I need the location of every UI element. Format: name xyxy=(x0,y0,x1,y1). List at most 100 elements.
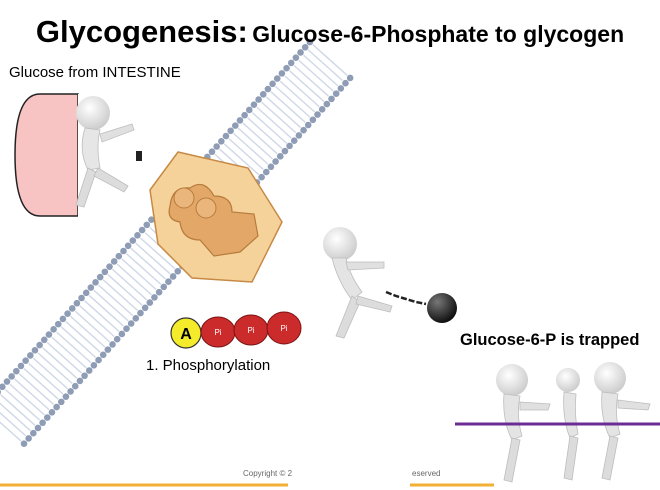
lipid-tail xyxy=(298,59,334,92)
lipid-head xyxy=(13,367,20,375)
lipid-head xyxy=(73,299,81,307)
lipid-tail xyxy=(121,258,157,291)
lipid-tail xyxy=(265,96,302,129)
lipid-head xyxy=(59,315,67,323)
lipid-tail xyxy=(293,65,329,97)
lipid-head xyxy=(132,314,140,322)
slide-title: Glycogenesis: Glucose-6-Phosphate to gly… xyxy=(0,14,660,50)
lipid-head xyxy=(95,356,102,364)
lipid-tail xyxy=(242,122,278,155)
lipid-tail xyxy=(9,383,45,416)
lipid-head xyxy=(283,64,290,72)
lipid-head xyxy=(160,283,168,291)
lipid-head xyxy=(346,74,354,82)
lipid-tail xyxy=(261,101,297,134)
lipid-head xyxy=(143,221,151,229)
lipid-head xyxy=(64,310,71,317)
lipid-head xyxy=(146,299,154,306)
lipid-head xyxy=(43,414,51,421)
atp-molecule: A Pi Pi Pi xyxy=(170,311,302,349)
lipid-head xyxy=(113,335,121,343)
lipid-tail xyxy=(70,315,106,348)
lipid-tail xyxy=(93,289,129,322)
lipid-head xyxy=(8,373,15,380)
lipid-head xyxy=(151,294,158,301)
lipid-tail xyxy=(56,331,92,364)
lipid-tail xyxy=(51,336,87,369)
lipid-head xyxy=(26,352,34,359)
lipid-tail xyxy=(125,253,162,285)
title-main: Glycogenesis: xyxy=(35,14,248,49)
lipid-head xyxy=(208,148,216,156)
lipid-tail xyxy=(223,143,260,176)
lipid-head xyxy=(245,106,253,114)
lipid-head xyxy=(222,132,230,140)
title-subtitle: Glucose-6-Phosphate to glycogen xyxy=(252,21,625,47)
lipid-head xyxy=(67,388,74,395)
lipid-head xyxy=(101,268,109,276)
lipid-head xyxy=(109,341,116,348)
lipid-tail xyxy=(289,70,325,102)
lipid-head xyxy=(290,137,298,144)
lipid-head xyxy=(227,127,234,135)
lipid-tail xyxy=(312,44,348,76)
lipid-head xyxy=(54,320,62,328)
lipid-head xyxy=(31,346,39,354)
lipid-head xyxy=(323,100,331,108)
lipid-head xyxy=(258,173,265,181)
lipid-head xyxy=(40,336,48,344)
lipid-head xyxy=(273,75,281,82)
lipid-head xyxy=(309,116,317,124)
copyright-right: eserved xyxy=(412,469,441,478)
lipid-tail xyxy=(88,294,124,327)
lipid-head xyxy=(62,393,70,400)
lipid-head xyxy=(337,85,345,92)
lipid-tail xyxy=(107,274,143,306)
lipid-tail xyxy=(251,112,288,144)
lipid-head xyxy=(34,424,42,432)
lipid-tail xyxy=(79,305,115,338)
lipid-head xyxy=(99,351,107,359)
lipid-head xyxy=(286,142,293,150)
lipid-head xyxy=(328,95,335,103)
phosphate-label-2: Pi xyxy=(247,326,254,335)
lipid-head xyxy=(269,80,276,88)
lipid-tail xyxy=(42,347,78,379)
lipid-tail xyxy=(32,357,69,390)
lipid-head xyxy=(22,357,29,364)
lipid-head xyxy=(96,273,104,281)
adenosine-label: A xyxy=(180,326,192,343)
lipid-head xyxy=(262,168,270,176)
lipid-head xyxy=(287,59,295,67)
lipid-head xyxy=(148,216,155,223)
lipid-head xyxy=(53,403,60,411)
lipid-head xyxy=(48,409,56,416)
lipid-head xyxy=(138,226,146,234)
lipid-tail xyxy=(4,388,41,421)
lipid-tail xyxy=(14,378,50,411)
glucose-figure-entering xyxy=(75,94,142,218)
lipid-head xyxy=(295,132,303,139)
trapped-figure-1 xyxy=(496,364,551,483)
lipid-head xyxy=(292,54,300,62)
lipid-head xyxy=(278,70,286,77)
lipid-tail xyxy=(135,242,171,275)
lipid-head xyxy=(110,258,118,265)
lipid-tail xyxy=(18,373,55,405)
lipid-head xyxy=(300,126,307,134)
lipid-head xyxy=(20,440,28,447)
lipid-tail xyxy=(237,127,274,160)
lipid-head xyxy=(236,117,244,124)
lipid-head xyxy=(104,346,112,353)
lipid-head xyxy=(78,294,85,302)
lipid-tail xyxy=(112,268,148,301)
lipid-tail xyxy=(98,284,134,317)
lipid-tail xyxy=(228,138,264,170)
lipid-tail xyxy=(0,402,31,432)
lipid-tail xyxy=(130,247,166,280)
lipid-head xyxy=(174,267,182,275)
phosphate-label-3: Pi xyxy=(280,324,287,333)
lipid-head xyxy=(342,79,349,87)
lipid-head xyxy=(267,163,275,171)
lipid-tail xyxy=(0,411,27,437)
